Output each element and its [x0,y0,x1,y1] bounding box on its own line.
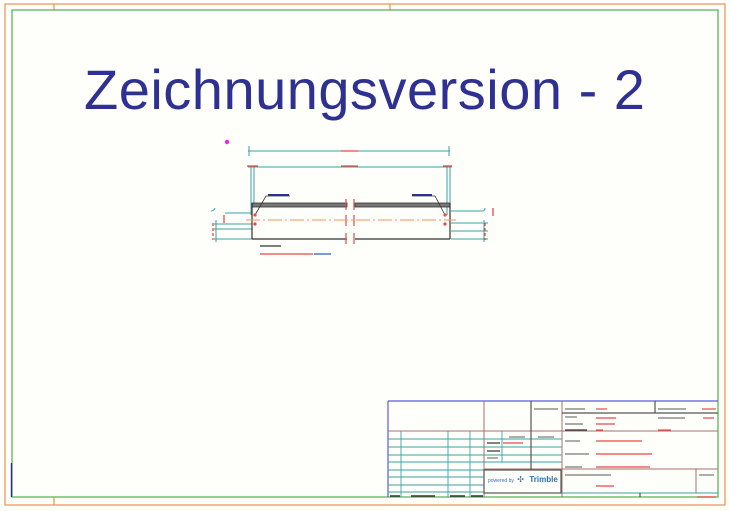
revision-table [388,430,484,497]
beam-outline [251,202,451,240]
title-block-fields [487,408,714,476]
title-block-values [503,408,716,498]
part-label [260,245,331,255]
part-drawing [210,146,494,255]
outer-frame [4,3,726,506]
break-marks [345,199,355,244]
drawing-title: Zeichnungsversion - 2 [84,58,646,121]
inner-frame [11,9,719,498]
dimension-text-placeholders [212,150,494,240]
brand-footer: powered by ✣ Trimble [488,475,558,484]
insertion-point-marker [224,139,230,145]
brand-box [483,469,562,494]
title-block [387,400,718,498]
brand-name: Trimble [529,475,558,484]
leader-annotations [253,194,447,226]
trimble-logo-icon: ✣ [517,475,524,484]
brand-prefix: powered by [488,478,514,484]
